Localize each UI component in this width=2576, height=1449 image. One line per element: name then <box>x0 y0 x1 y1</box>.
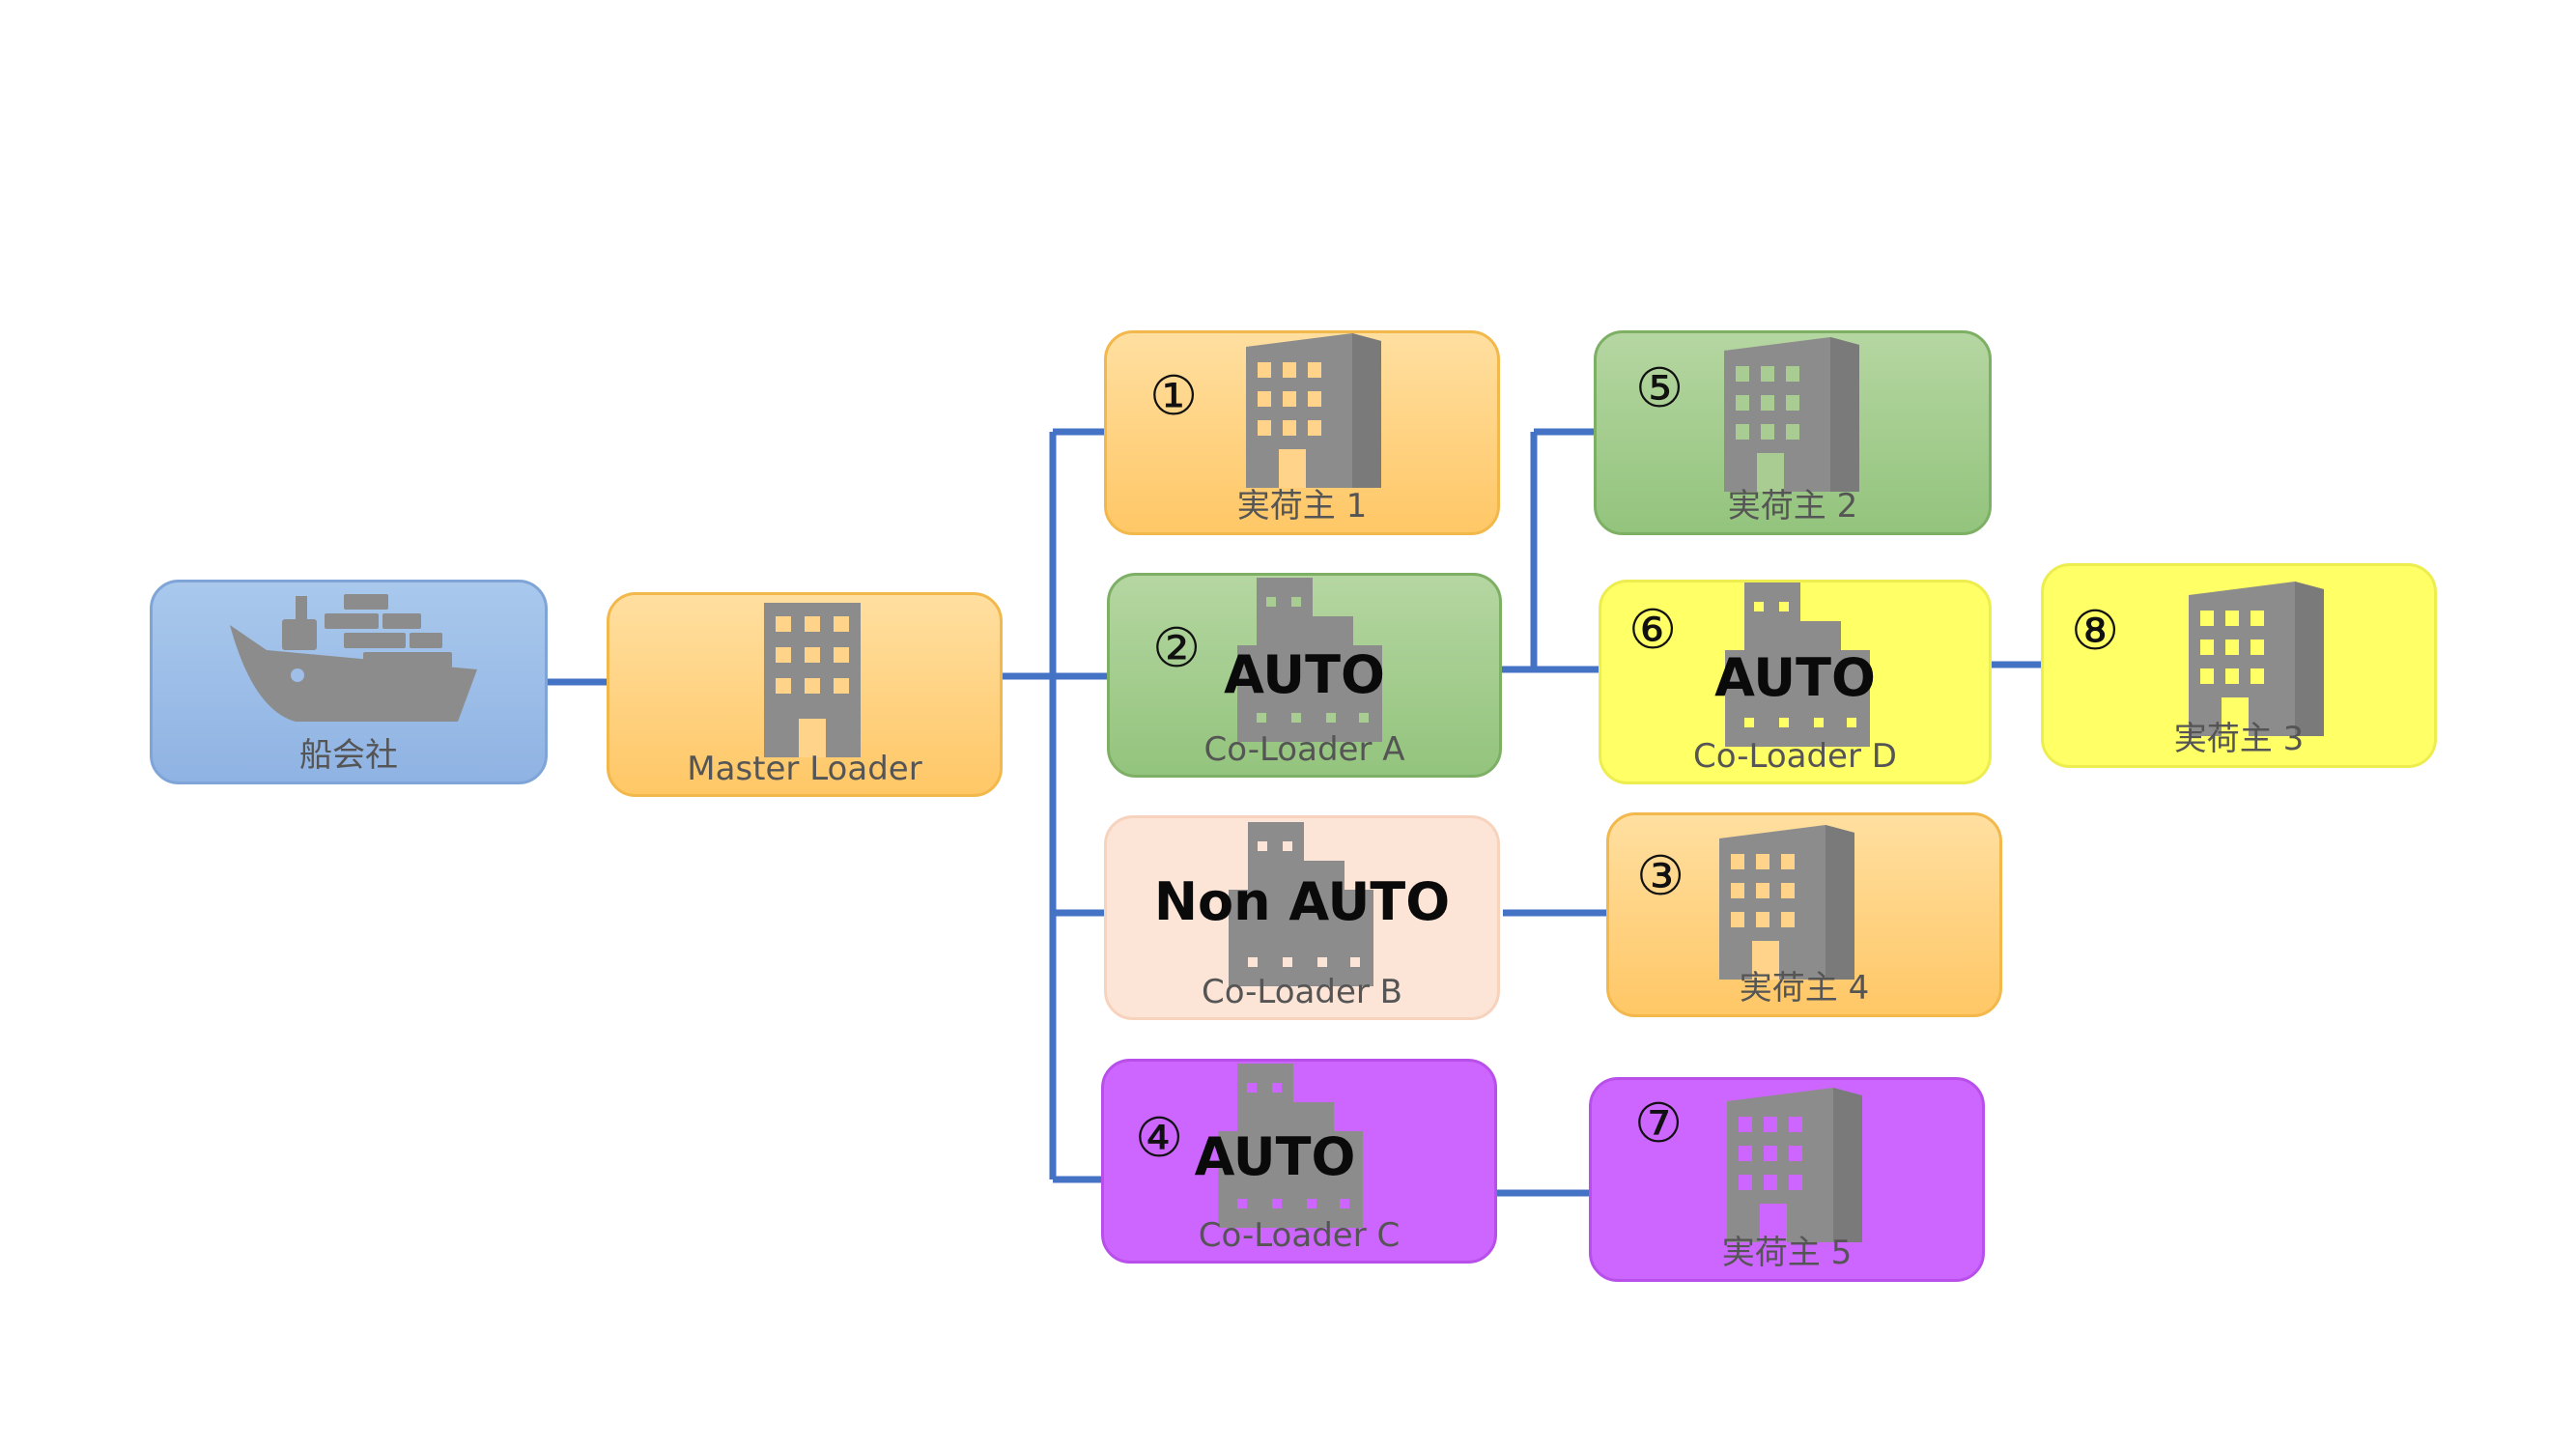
coloader-a-number: ② <box>1152 617 1202 680</box>
shipper-2-number: ⑤ <box>1635 357 1684 420</box>
coloader-d-auto-badge: AUTO <box>1714 647 1876 708</box>
building-icon <box>1724 337 1859 492</box>
shipping-company-node: 船会社 <box>150 580 548 784</box>
shipper-2-label: 実荷主 2 <box>1727 487 1858 526</box>
coloader-a-label: Co-Loader A <box>1203 730 1405 769</box>
coloader-c-node: ④ AUTO Co-Loader C <box>1101 1059 1497 1264</box>
coloader-d-node: ⑥ AUTO Co-Loader D <box>1599 580 1992 784</box>
coloader-c-number: ④ <box>1135 1107 1184 1170</box>
factory-icon <box>1725 582 1870 747</box>
shipper-4-node: ③ 実荷主 4 <box>1606 812 2002 1017</box>
building-icon <box>2189 582 2324 736</box>
ship-icon <box>230 594 477 722</box>
coloader-d-number: ⑥ <box>1628 599 1678 662</box>
coloader-b-node: Non AUTO Co-Loader B <box>1104 815 1500 1020</box>
master-loader-label: Master Loader <box>687 750 922 788</box>
shipper-1-node: ① 実荷主 1 <box>1104 330 1500 535</box>
coloader-c-auto-badge: AUTO <box>1194 1126 1356 1187</box>
shipper-2-node: ⑤ 実荷主 2 <box>1594 330 1992 535</box>
coloader-b-non-auto-badge: Non AUTO <box>1153 871 1451 932</box>
coloader-a-node: ② AUTO Co-Loader A <box>1107 573 1502 778</box>
shipper-5-label: 実荷主 5 <box>1721 1234 1853 1272</box>
factory-icon <box>1237 578 1382 742</box>
shipper-4-number: ③ <box>1636 845 1685 908</box>
shipper-3-node: ⑧ 実荷主 3 <box>2041 563 2437 768</box>
shipper-5-number: ⑦ <box>1634 1093 1684 1155</box>
shipping-company-label: 船会社 <box>299 736 398 775</box>
coloader-d-label: Co-Loader D <box>1693 737 1897 776</box>
shipper-5-node: ⑦ 実荷主 5 <box>1589 1077 1985 1282</box>
shipper-1-label: 実荷主 1 <box>1236 487 1368 526</box>
coloader-a-auto-badge: AUTO <box>1224 644 1385 705</box>
coloader-b-label: Co-Loader B <box>1201 973 1403 1011</box>
shipper-3-number: ⑧ <box>2071 600 2120 663</box>
factory-icon <box>1229 822 1373 986</box>
building-icon <box>1719 825 1854 980</box>
master-loader-node: Master Loader <box>607 592 1003 797</box>
shipper-1-number: ① <box>1149 365 1199 428</box>
building-icon <box>1246 333 1381 488</box>
shipper-4-label: 実荷主 4 <box>1739 969 1870 1008</box>
building-icon <box>1727 1088 1862 1242</box>
factory-icon <box>1218 1064 1363 1228</box>
building-icon <box>764 603 861 757</box>
shipper-3-label: 実荷主 3 <box>2173 720 2305 758</box>
coloader-c-label: Co-Loader C <box>1198 1216 1401 1255</box>
